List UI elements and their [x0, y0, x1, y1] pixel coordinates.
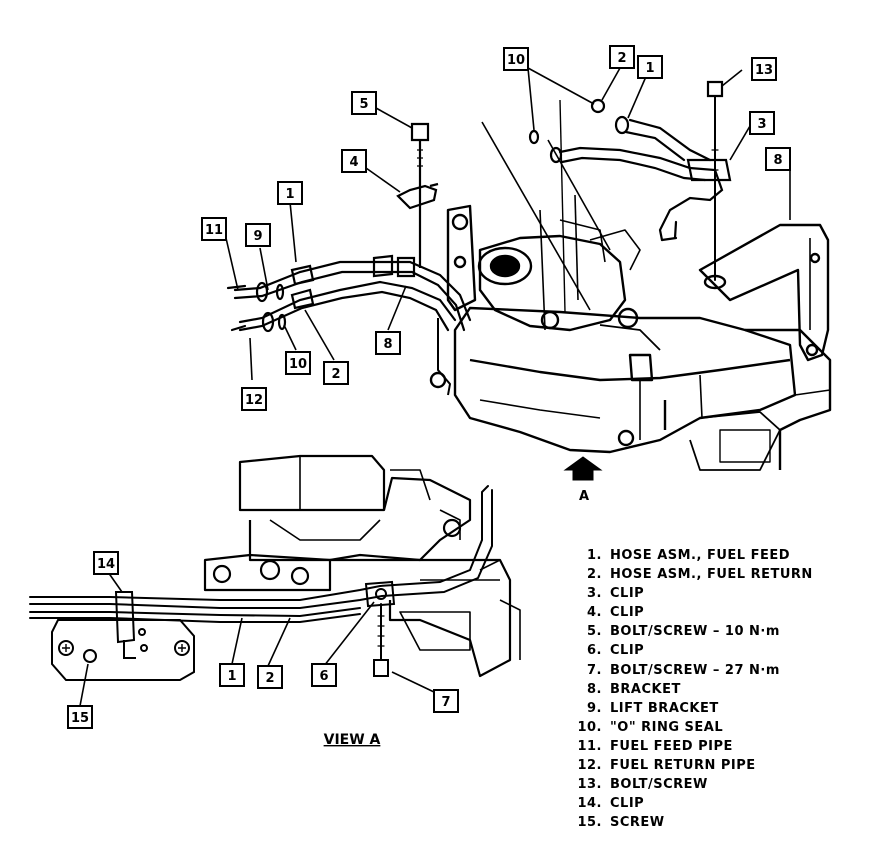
callout-2-top: 2 [617, 51, 626, 66]
legend-item: 1. HOSE ASM., FUEL FEED [576, 546, 866, 565]
callout-10-upper: 9 [253, 229, 262, 244]
legend-item-text: BOLT/SCREW [610, 777, 708, 793]
view-a-fuel-pipes [29, 485, 493, 677]
legend-item: 14. CLIP [576, 794, 866, 813]
legend-item-number: 9. [587, 700, 602, 716]
callout-6: 6 [319, 669, 328, 684]
callout-15: 15 [71, 711, 89, 726]
callout-13: 13 [755, 63, 773, 78]
legend-item-number: 13. [577, 777, 602, 793]
legend-item-number: 1. [587, 548, 602, 563]
view-a-callouts: 14 15 1 2 6 7 VIEW A [67, 551, 459, 748]
main-fuel-lines [226, 254, 472, 333]
legend-item-text: HOSE ASM., FUEL FEED [610, 548, 791, 563]
callout-5: 5 [359, 97, 368, 112]
legend-item: 10. "O" RING SEAL [576, 718, 866, 737]
callout-4: 4 [349, 155, 358, 170]
legend-item-text: BOLT/SCREW – 27 N·m [610, 662, 780, 678]
legend-item-text: HOSE ASM., FUEL RETURN [610, 567, 813, 583]
main-callouts: 11 9 1 12 10 2 8 4 5 10 2 1 13 3 8 [201, 45, 791, 411]
legend-item-number: 3. [587, 586, 602, 602]
legend-item-number: 12. [577, 758, 602, 774]
legend-item: 8. BRACKET [576, 680, 866, 699]
callout-2-main: 2 [331, 367, 340, 382]
callout-3: 3 [757, 117, 766, 132]
legend-item-number: 2. [587, 567, 602, 583]
legend-item: 5. BOLT/SCREW – 10 N·m [576, 622, 866, 641]
legend-item-number: 15. [577, 815, 602, 831]
legend-item-text: CLIP [610, 796, 645, 812]
callout-8: 8 [773, 153, 782, 168]
bracket-8 [698, 223, 830, 362]
legend-item-text: CLIP [610, 605, 645, 621]
legend-item: 13. BOLT/SCREW [576, 775, 866, 794]
callout-1-top: 1 [645, 61, 654, 76]
legend-item-number: 10. [577, 719, 602, 735]
callout-2-view-a: 2 [265, 671, 274, 686]
callout-1-view-a: 1 [227, 669, 236, 684]
legend-item: 4. CLIP [576, 603, 866, 622]
callout-14: 14 [97, 557, 115, 572]
callout-11: 11 [205, 223, 223, 238]
view-a-clip-plate [51, 591, 195, 681]
legend-item-text: BOLT/SCREW – 10 N·m [610, 624, 780, 640]
legend-item-number: 7. [587, 662, 602, 678]
legend-item-text: SCREW [610, 815, 665, 831]
legend-item-number: 4. [587, 605, 602, 621]
legend-item: 7. BOLT/SCREW – 27 N·m [576, 661, 866, 680]
view-a-title: VIEW A [324, 732, 381, 748]
view-a-arrow-label: A [579, 489, 589, 504]
legend-item-text: "O" RING SEAL [610, 719, 724, 735]
legend-item: 9. LIFT BRACKET [576, 699, 866, 718]
view-a-engine [203, 454, 521, 678]
callout-10-top: 10 [507, 53, 525, 68]
legend-item-text: FUEL RETURN PIPE [610, 758, 756, 774]
legend-item: 11. FUEL FEED PIPE [576, 737, 866, 756]
legend-item: 6. CLIP [576, 641, 866, 660]
legend-item: 12. FUEL RETURN PIPE [576, 756, 866, 775]
legend-item-number: 5. [587, 624, 602, 640]
legend-item-text: BRACKET [610, 681, 681, 697]
legend-item-text: CLIP [610, 586, 645, 602]
legend-item-text: FUEL FEED PIPE [610, 738, 733, 754]
callout-12: 12 [245, 393, 263, 408]
legend-item-number: 6. [587, 643, 602, 659]
callout-1-main: 1 [285, 187, 294, 202]
legend-item-number: 14. [577, 796, 602, 812]
callout-10-lower: 10 [289, 357, 307, 372]
parts-legend: 1. HOSE ASM., FUEL FEED 2. HOSE ASM., FUEL … [576, 546, 866, 832]
callout-9: 8 [383, 337, 392, 352]
legend-item-number: 11. [577, 738, 602, 754]
view-a-arrow: A [563, 456, 603, 504]
bolt-5-and-clip-4 [396, 122, 439, 268]
legend-item: 15. SCREW [576, 813, 866, 832]
upper-hose-assembly [528, 80, 732, 281]
callout-7: 7 [441, 695, 450, 710]
legend-item: 2. HOSE ASM., FUEL RETURN [576, 565, 866, 584]
legend-item-text: CLIP [610, 643, 645, 659]
legend-item-number: 8. [587, 681, 602, 697]
legend-item-text: LIFT BRACKET [610, 700, 719, 716]
legend-item: 3. CLIP [576, 584, 866, 603]
